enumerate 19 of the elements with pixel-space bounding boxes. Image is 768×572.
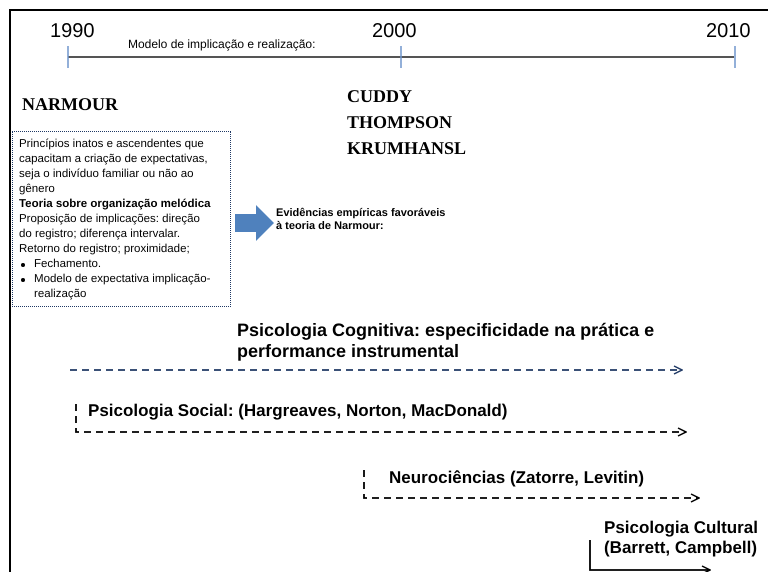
axis-caption: Modelo de implicação e realização: — [128, 37, 316, 51]
author-name: CUDDY — [347, 86, 412, 107]
bullet-item: Fechamento. — [19, 257, 213, 272]
paragraph-text: Proposição de implicações: direção do registro; diferença intervalar. Retorno do registro; proximidade; — [19, 212, 201, 257]
author-name: KRUMHANSL — [347, 138, 466, 159]
author-heading: NARMOUR — [22, 94, 118, 115]
field-heading: Psicologia Social: (Hargreaves, Norton, MacDonald) — [88, 401, 508, 421]
field-heading: Psicologia Cultural (Barrett, Campbell) — [604, 518, 759, 558]
bold-heading: Teoria sobre organização melódica — [19, 197, 212, 212]
year-label: 1990 — [50, 20, 94, 43]
bullet-item: Modelo de expectativa implicação-realização — [19, 272, 213, 302]
block-arrow — [235, 205, 274, 241]
paragraph-text: Princípios inatos e ascendentes que capacitam a criação de expectativas, seja o indivíduo familiar ou não ao gênero — [19, 137, 209, 197]
year-label: 2010 — [706, 20, 750, 43]
author-name: THOMPSON — [347, 112, 452, 133]
finding-text: Evidências empíricas favoráveis à teoria de Narmour: — [276, 207, 446, 232]
field-heading: Psicologia Cognitiva: especificidade na prática e performance instrumental — [237, 320, 656, 362]
field-heading: Neurociências (Zatorre, Levitin) — [389, 468, 644, 488]
year-label: 2000 — [372, 20, 416, 43]
